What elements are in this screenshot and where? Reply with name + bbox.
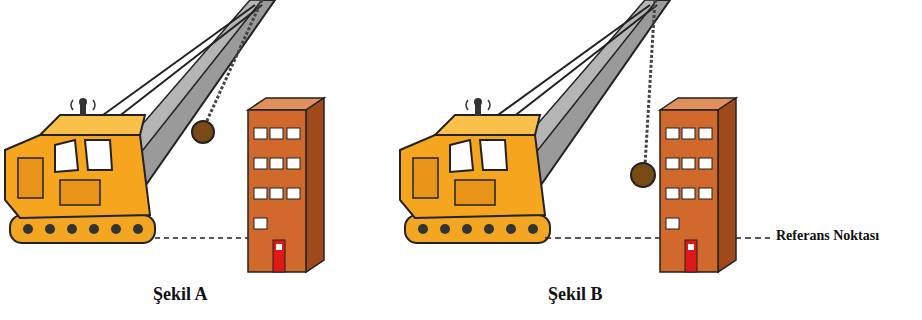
- figure-caption: Şekil A: [153, 284, 208, 305]
- reference-label: Referans Noktası: [776, 228, 879, 244]
- figure-caption: Şekil B: [548, 284, 603, 305]
